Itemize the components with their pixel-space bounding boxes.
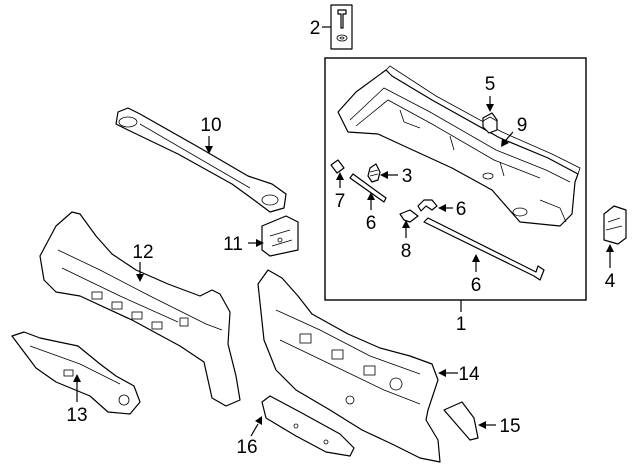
- callout-6c: 6: [471, 275, 482, 296]
- part-10-upper-rail: [115, 107, 287, 213]
- callout-12: 12: [132, 242, 153, 263]
- part-6b-hose: [417, 199, 438, 212]
- callout-3: 3: [402, 166, 413, 187]
- callout-8: 8: [401, 241, 412, 262]
- part-5-clip: [482, 112, 498, 134]
- part-11-bracket: [261, 215, 299, 257]
- callout-9: 9: [517, 115, 528, 136]
- part-2-fasteners: [330, 4, 353, 50]
- part-15-seal: [443, 401, 479, 441]
- callout-6b: 6: [456, 199, 467, 220]
- part-16-trim: [261, 395, 355, 457]
- part-6c-long-rod: [423, 217, 545, 281]
- callout-2: 2: [310, 18, 321, 39]
- callout-7: 7: [335, 191, 346, 212]
- part-3-bolt: [367, 163, 381, 183]
- part-6a-rod: [349, 173, 387, 203]
- part-4-bracket: [603, 205, 627, 245]
- cowl-assembly-frame: [324, 57, 587, 301]
- part-9-cowl-panel: [337, 65, 581, 227]
- callout-5: 5: [485, 74, 496, 95]
- part-8-clip: [399, 209, 419, 223]
- callout-10: 10: [200, 115, 221, 136]
- callout-13: 13: [66, 405, 87, 426]
- callout-1: 1: [456, 314, 467, 335]
- callout-labels: 1 2 3 4 5 6 6 6 7 8 9 10 11 12 13 14 15 …: [66, 18, 615, 458]
- part-13-lower-insulator: [11, 331, 141, 415]
- callout-11: 11: [223, 234, 243, 255]
- leader-lines: [73, 26, 614, 437]
- callout-4: 4: [605, 271, 616, 292]
- callout-6a: 6: [366, 213, 377, 234]
- part-7-plug: [330, 159, 345, 174]
- callout-14: 14: [458, 364, 480, 385]
- callout-16: 16: [236, 437, 257, 458]
- part-12-insulator: [39, 211, 241, 407]
- callout-15: 15: [499, 416, 520, 437]
- part-14-dash-panel: [257, 269, 441, 463]
